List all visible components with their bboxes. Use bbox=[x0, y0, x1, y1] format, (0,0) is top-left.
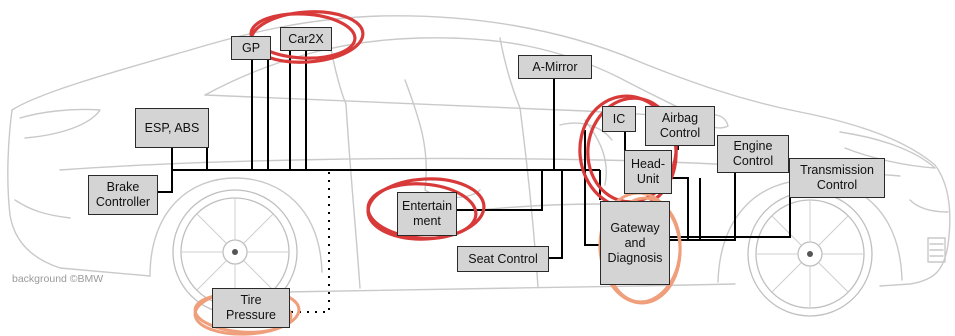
ecu-transmission-control: Transmission Control bbox=[789, 158, 885, 198]
ecu-airbag-control: Airbag Control bbox=[645, 106, 715, 146]
ecu-brake-controller: Brake Controller bbox=[88, 175, 158, 215]
ecu-engine-control: Engine Control bbox=[717, 135, 789, 173]
ecu-esp-abs: ESP, ABS bbox=[135, 108, 209, 148]
ecu-car2x: Car2X bbox=[280, 27, 332, 51]
ecu-gps: GP bbox=[231, 36, 271, 60]
ecu-seat-control: Seat Control bbox=[457, 246, 549, 272]
ecu-gateway-diagnosis: Gateway and Diagnosis bbox=[600, 201, 670, 285]
ecu-entertainment: Entertain ment bbox=[397, 192, 457, 236]
ecu-ic: IC bbox=[602, 106, 636, 132]
ecu-a-mirror: A-Mirror bbox=[518, 55, 592, 79]
image-credit: background ©BMW bbox=[12, 273, 104, 285]
ecu-head-unit: Head- Unit bbox=[624, 150, 672, 194]
ecu-tire-pressure: Tire Pressure bbox=[212, 288, 290, 328]
